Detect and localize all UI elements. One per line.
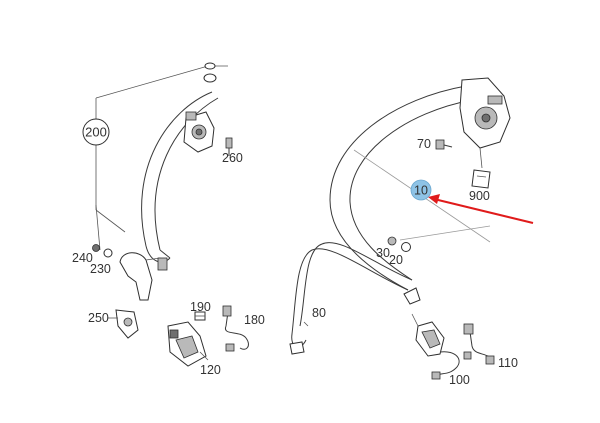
- callout-30[interactable]: 30: [376, 246, 390, 260]
- anchor-80: [289, 321, 309, 355]
- callout-highlight-circle: [410, 179, 432, 201]
- arrow-shaft: [433, 198, 534, 224]
- right-belt-assembly: [289, 77, 511, 380]
- callout-80[interactable]: 80: [312, 306, 326, 320]
- label-plate-900: [471, 169, 491, 189]
- callout-120[interactable]: 120: [200, 363, 221, 377]
- callout-190[interactable]: 190: [190, 300, 211, 314]
- right-retractor: [459, 77, 511, 169]
- callout-900[interactable]: 900: [469, 189, 490, 203]
- arrow-head: [428, 194, 440, 204]
- callout-circle-200: [82, 118, 110, 146]
- bolt-70: [435, 139, 453, 150]
- callout-label: 200: [85, 125, 107, 140]
- callout-70[interactable]: 70: [417, 137, 431, 151]
- washer-top-2: [203, 73, 217, 83]
- pointer-arrow: [428, 194, 534, 224]
- lower-anchor-bracket: [119, 252, 168, 301]
- callout-100[interactable]: 100: [449, 373, 470, 387]
- left-retractor: [183, 111, 215, 153]
- callout-110[interactable]: 110: [498, 356, 518, 370]
- harness-180: [222, 305, 249, 352]
- callout-200[interactable]: 200: [82, 118, 110, 146]
- clip-190: [194, 311, 206, 321]
- washer-top-1: [204, 62, 216, 70]
- harness-110: [463, 323, 495, 365]
- washer-20: [401, 242, 411, 252]
- harness-100: [431, 351, 460, 380]
- callout-250[interactable]: 250: [88, 311, 109, 325]
- washer-230: [103, 248, 113, 258]
- callout-20[interactable]: 20: [389, 253, 403, 267]
- callout-230[interactable]: 230: [90, 262, 111, 276]
- callout-label: 10: [414, 184, 428, 198]
- bolt-240: [92, 244, 100, 252]
- callout-180[interactable]: 180: [244, 313, 265, 327]
- callout-260[interactable]: 260: [222, 151, 243, 165]
- anchor-plate-250: [108, 309, 139, 339]
- bolt-30: [387, 236, 397, 246]
- callout-240[interactable]: 240: [72, 251, 93, 265]
- belt-guide-bracket: [403, 287, 421, 305]
- bolt-260: [225, 137, 233, 156]
- buckle-right: [411, 313, 445, 357]
- buckle-120: [167, 321, 209, 367]
- left-belt-assembly: [92, 62, 249, 367]
- callout-10-highlighted[interactable]: 10: [410, 179, 432, 201]
